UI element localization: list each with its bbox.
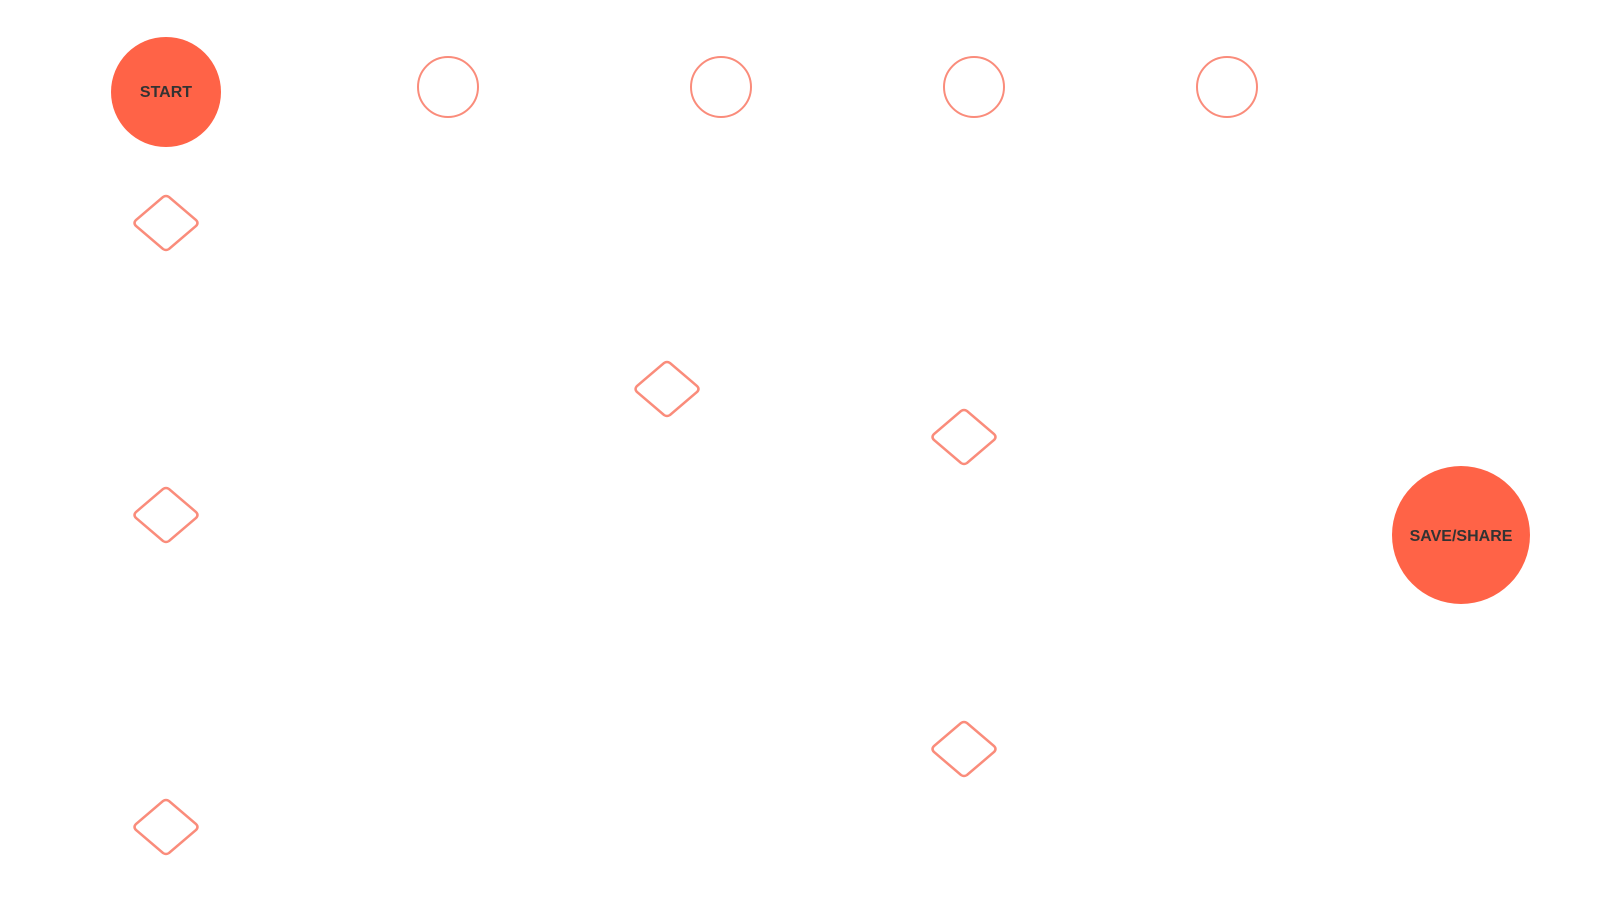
decision-node-3[interactable] [931,408,997,466]
decision-node-4[interactable] [133,486,199,544]
circle-node-2[interactable] [690,56,752,118]
save-share-node-shape [1392,466,1530,604]
circle-node-shape [690,56,752,118]
decision-node-6[interactable] [133,798,199,856]
decision-node-shape [133,486,199,544]
circle-node-4[interactable] [1196,56,1258,118]
decision-node-1[interactable] [133,194,199,252]
circle-node-1[interactable] [417,56,479,118]
save-share-node[interactable]: SAVE/SHARE [1392,466,1530,604]
decision-node-shape [133,194,199,252]
start-node[interactable]: START [111,37,221,147]
decision-node-2[interactable] [634,360,700,418]
save-share-node-label: SAVE/SHARE [1410,528,1513,545]
decision-node-shape [931,720,997,778]
start-node-label: START [140,84,192,101]
decision-node-shape [133,798,199,856]
circle-node-shape [1196,56,1258,118]
circle-node-shape [417,56,479,118]
decision-node-5[interactable] [931,720,997,778]
circle-node-shape [943,56,1005,118]
decision-node-shape [931,408,997,466]
decision-node-shape [634,360,700,418]
circle-node-3[interactable] [943,56,1005,118]
start-node-shape [111,37,221,147]
